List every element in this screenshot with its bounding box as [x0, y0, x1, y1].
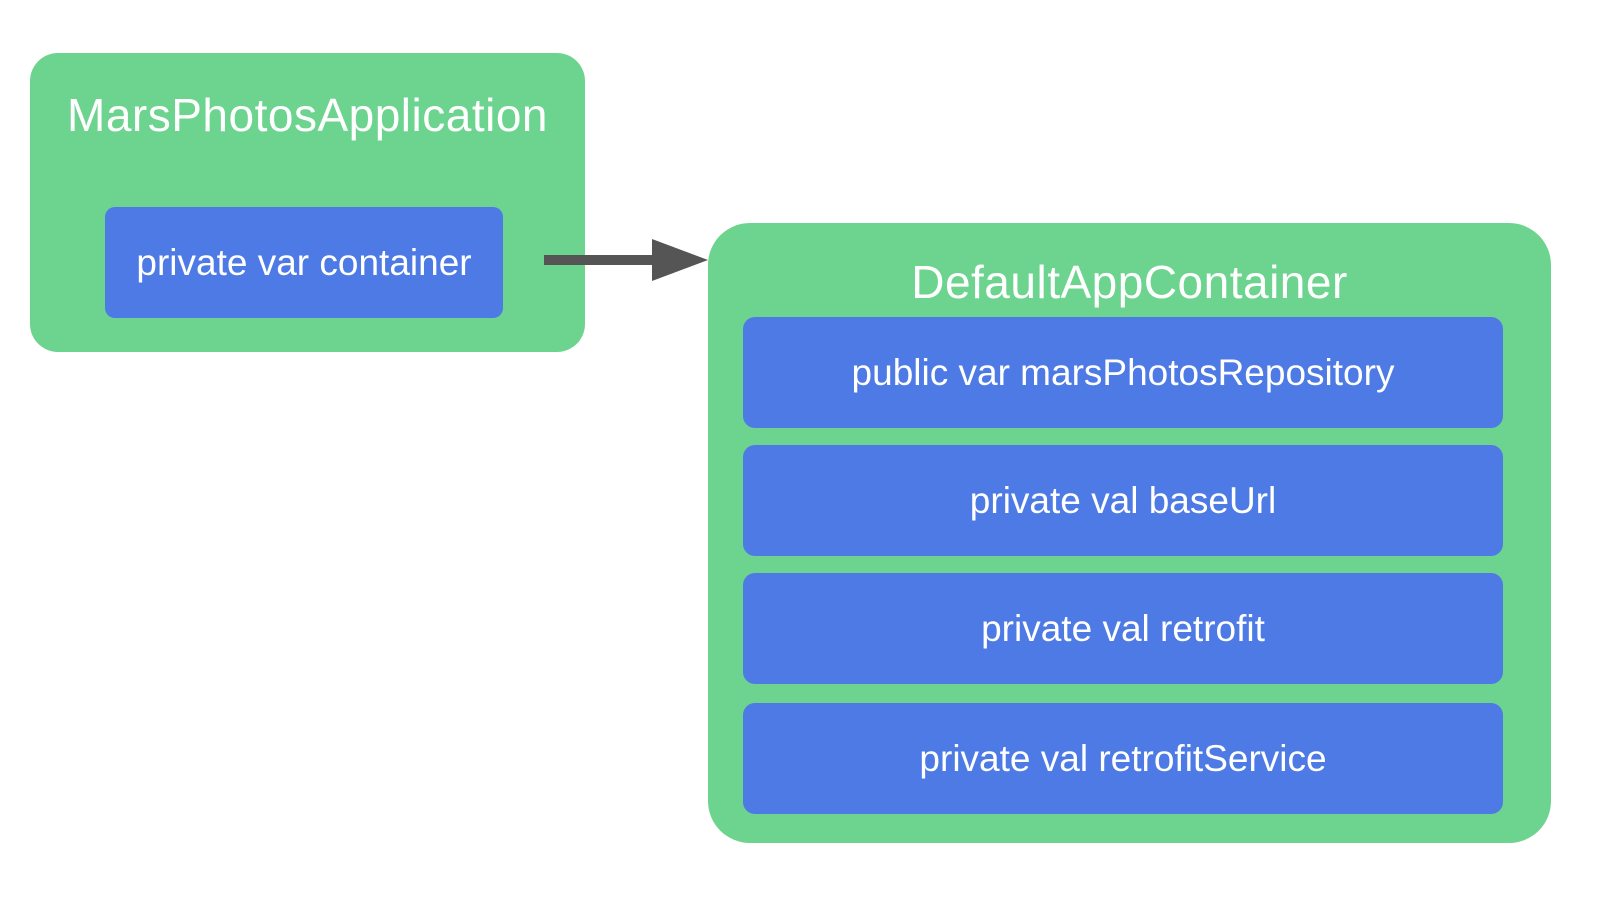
arrow-right-icon [544, 239, 708, 281]
member-private-val-baseurl: private val baseUrl [743, 445, 1503, 556]
member-public-var-marsphotosrepository: public var marsPhotosRepository [743, 317, 1503, 428]
class-title-marsphotosapplication: MarsPhotosApplication [67, 89, 548, 141]
class-title-defaultappcontainer: DefaultAppContainer [911, 256, 1348, 308]
class-box-defaultappcontainer: DefaultAppContainer public var marsPhoto… [708, 223, 1551, 843]
member-private-val-retrofit: private val retrofit [743, 573, 1503, 684]
member-private-val-retrofitservice: private val retrofitService [743, 703, 1503, 814]
member-private-var-container: private var container [105, 207, 503, 318]
class-box-marsphotosapplication: MarsPhotosApplication private var contai… [30, 53, 585, 352]
